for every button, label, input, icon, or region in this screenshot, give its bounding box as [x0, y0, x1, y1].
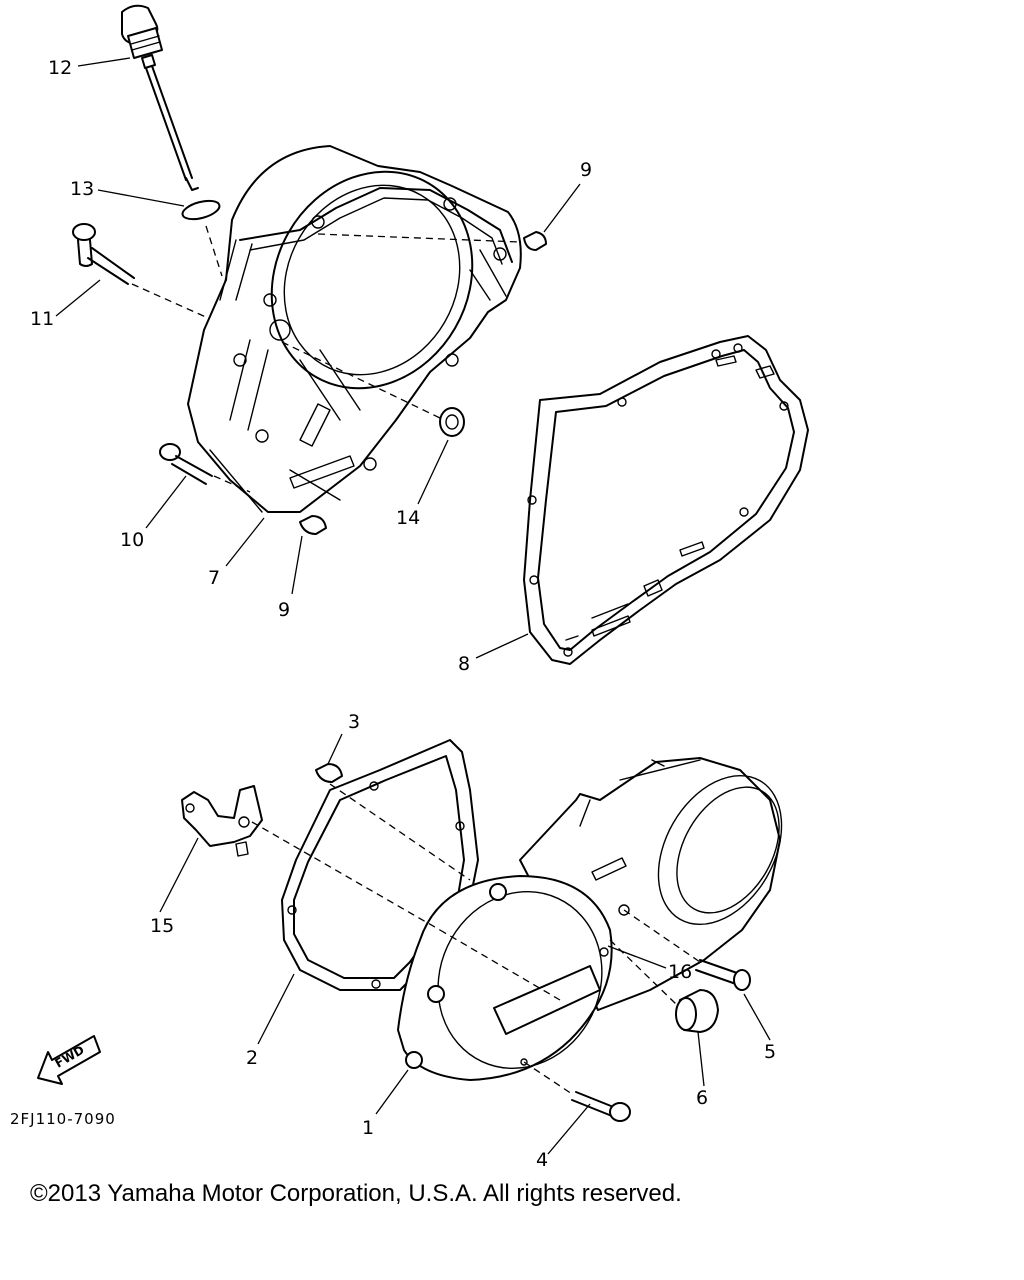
part-13-o-ring [181, 199, 221, 221]
callout-9-lower: 9 [278, 599, 290, 621]
leader-lines [55, 57, 771, 1155]
exploded-parts-diagram: YAMAHA [10, 4, 809, 1170]
part-5-bolt [695, 959, 751, 991]
callout-9-upper: 9 [580, 159, 592, 181]
callout-14: 14 [396, 507, 420, 529]
callout-2: 2 [246, 1047, 258, 1069]
diagram-code: 2FJ110-7090 [10, 1110, 116, 1128]
callout-3: 3 [348, 711, 360, 733]
callout-4: 4 [536, 1149, 548, 1170]
callout-11: 11 [30, 308, 54, 330]
part-14-oil-seal [439, 407, 465, 437]
part-11-bolt [72, 223, 135, 285]
part-6-plug [675, 989, 719, 1033]
callout-15: 15 [150, 915, 174, 937]
fwd-arrow: FWD [37, 1035, 101, 1085]
callout-7: 7 [208, 567, 220, 589]
callout-6: 6 [696, 1087, 708, 1109]
part-15-bracket [181, 785, 263, 857]
assembly-lines [131, 225, 701, 1095]
part-9-dowel-lower [299, 515, 327, 535]
part-10-bolt [159, 443, 213, 485]
part-8-gasket [523, 335, 809, 665]
part-1-crankcase-cover: YAMAHA [397, 757, 783, 1081]
callout-1: 1 [362, 1117, 374, 1139]
part-9-dowel-upper [523, 231, 547, 251]
callout-12: 12 [48, 57, 72, 79]
callout-8: 8 [458, 653, 470, 675]
copyright-notice: ©2013 Yamaha Motor Corporation, U.S.A. A… [30, 1180, 682, 1207]
part-3-dowel [315, 763, 343, 783]
callout-10: 10 [120, 529, 144, 551]
callout-13: 13 [70, 178, 94, 200]
part-7-crankcase-cover [187, 145, 522, 513]
callout-16: 16 [668, 961, 692, 983]
callout-numbers: 12 13 11 9 10 7 9 14 8 3 15 2 1 4 5 6 16 [30, 57, 776, 1170]
part-4-bolt [571, 1091, 631, 1122]
callout-5: 5 [764, 1041, 776, 1063]
part-12-oil-gauge [121, 4, 199, 191]
